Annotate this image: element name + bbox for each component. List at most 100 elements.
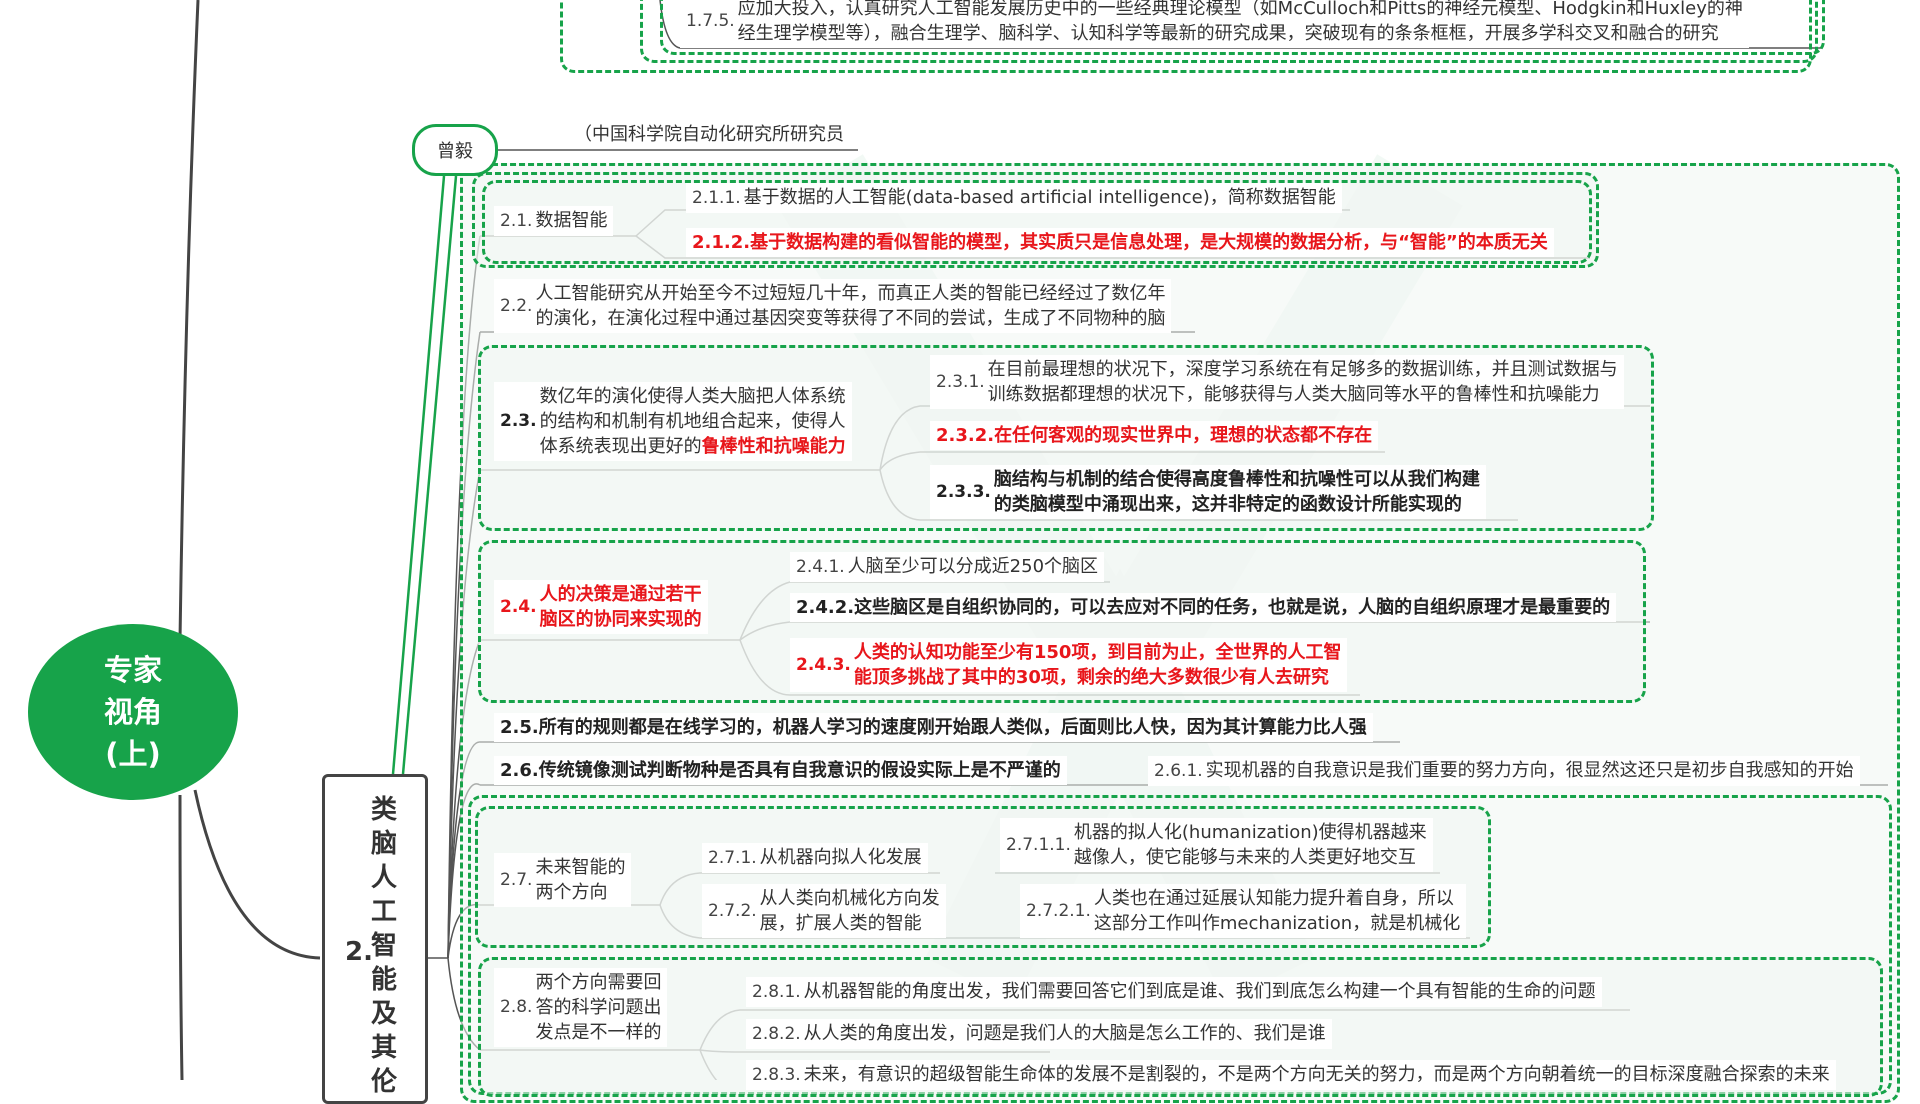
- node-2-1[interactable]: 2.1.数据智能: [494, 206, 614, 236]
- node-2-7[interactable]: 2.7.未来智能的两个方向: [494, 853, 632, 907]
- node-number: 2.6.: [500, 760, 539, 781]
- node-text-line: 数亿年的演化使得人类大脑把人体系统: [539, 386, 846, 407]
- group-1-7-mid: [640, 0, 1818, 63]
- node-2-1-1[interactable]: 2.1.1.基于数据的人工智能(data-based artificial in…: [686, 183, 1342, 213]
- node-text-line: 经生理学模型等），融合生理学、脑科学、认知科学等最新的研究成果，突破现有的条条框…: [737, 23, 1719, 44]
- node-number: 2.3.: [500, 411, 537, 431]
- node-number: 1.7.5.: [686, 10, 735, 31]
- node-text-line: 发点是不一样的: [535, 1022, 662, 1043]
- node-number: 2.7.1.: [708, 848, 757, 868]
- node-number: 2.7.2.: [708, 900, 757, 921]
- node-text: 从机器向拟人化发展: [759, 847, 922, 868]
- node-text-line: 脑结构与机制的结合使得高度鲁棒性和抗噪性可以从我们构建: [993, 469, 1480, 490]
- node-number: 2.2.: [500, 295, 533, 316]
- node-number: 2.4.: [500, 596, 537, 617]
- node-2-3-1[interactable]: 2.3.1.在目前最理想的状况下，深度学习系统在有足够多的数据训练，并且测试数据…: [930, 355, 1624, 409]
- node-text: 基于数据构建的看似智能的模型，其实质只是信息处理，是大规模的数据分析，与“智能”…: [750, 232, 1548, 253]
- node-2-4[interactable]: 2.4.人的决策是通过若干脑区的协同来实现的: [494, 580, 708, 634]
- person-name: 曾毅: [437, 141, 473, 162]
- node-text-line: 人类的认知功能至少有150项，到目前为止，全世界的人工智: [853, 642, 1342, 663]
- node-number: 2.7.1.1.: [1006, 834, 1071, 855]
- node-highlight: 鲁棒性和抗噪能力: [701, 436, 846, 457]
- node-text-line: 体系统表现出更好的: [539, 436, 702, 457]
- node-text-line: 人类也在通过延展认知能力提升着自身，所以: [1093, 888, 1454, 909]
- node-2-6-1[interactable]: 2.6.1.实现机器的自我意识是我们重要的努力方向，很显然这还只是初步自我感知的…: [1148, 756, 1860, 786]
- topic-char: 其: [370, 1033, 397, 1063]
- node-text-line: 的演化，在演化过程中通过基因突变等获得了不同的尝试，生成了不同物种的脑: [535, 308, 1166, 329]
- node-text-line: 越像人，使它能够与未来的人类更好地交互: [1073, 847, 1416, 868]
- node-2-5[interactable]: 2.5.所有的规则都是在线学习的，机器人学习的速度刚开始跟人类似，后面则比人快，…: [494, 713, 1373, 742]
- node-2-4-1[interactable]: 2.4.1.人脑至少可以分成近250个脑区: [790, 552, 1105, 582]
- node-text: 这些脑区是自组织协同的，可以去应对不同的任务，也就是说，人脑的自组织原理才是最重…: [854, 597, 1611, 618]
- node-number: 2.7.2.1.: [1026, 900, 1091, 921]
- node-2-8-3[interactable]: 2.8.3.未来，有意识的超级智能生命体的发展不是割裂的，不是两个方向无关的努力…: [746, 1060, 1836, 1090]
- person-node[interactable]: 曾毅: [412, 124, 498, 176]
- node-2-2[interactable]: 2.2.人工智能研究从开始至今不过短短几十年，而真正人类的智能已经经过了数亿年的…: [494, 279, 1172, 333]
- node-text-line: 能顶多挑战了其中的30项，剩余的绝大多数很少有人去研究: [853, 667, 1329, 688]
- node-number: 2.5.: [500, 717, 539, 738]
- node-number: 2.1.2.: [692, 232, 751, 253]
- node-number: 2.7.: [500, 869, 533, 890]
- node-2-3-3[interactable]: 2.3.3.脑结构与机制的结合使得高度鲁棒性和抗噪性可以从我们构建的类脑模型中涌…: [930, 465, 1486, 519]
- node-2-7-2-1[interactable]: 2.7.2.1.人类也在通过延展认知能力提升着自身，所以这部分工作叫作mecha…: [1020, 884, 1467, 938]
- node-text: 所有的规则都是在线学习的，机器人学习的速度刚开始跟人类似，后面则比人快，因为其计…: [538, 717, 1367, 738]
- node-text-line: 两个方向需要回: [535, 972, 662, 993]
- node-number: 2.4.2.: [796, 597, 855, 618]
- node-text: 数据智能: [535, 210, 608, 231]
- node-text: 从机器智能的角度出发，我们需要回答它们到底是谁、我们到底怎么构建一个具有智能的生…: [803, 981, 1596, 1002]
- node-text-line: 从人类向机械化方向发: [759, 888, 940, 909]
- node-text-line: 未来智能的: [535, 857, 626, 878]
- topic-char: 及: [370, 999, 397, 1029]
- node-text-line: 答的科学问题出: [535, 997, 662, 1018]
- node-text-line: 这部分工作叫作mechanization，就是机械化: [1093, 913, 1461, 934]
- node-text-line: 在目前最理想的状况下，深度学习系统在有足够多的数据训练，并且测试数据与: [987, 359, 1618, 380]
- root-node[interactable]: 专家视角(上): [28, 624, 238, 800]
- node-text: 传统镜像测试判断物种是否具有自我意识的假设实际上是不严谨的: [538, 760, 1061, 781]
- node-2-8-2[interactable]: 2.8.2.从人类的角度出发，问题是我们人的大脑是怎么工作的、我们是谁: [746, 1019, 1332, 1049]
- node-2-4-2[interactable]: 2.4.2.这些脑区是自组织协同的，可以去应对不同的任务，也就是说，人脑的自组织…: [790, 593, 1617, 622]
- node-text-line: 的类脑模型中涌现出来，这并非特定的函数设计所能实现的: [993, 494, 1462, 515]
- node-number: 2.8.3.: [752, 1065, 801, 1085]
- group-1-7-inner: [660, 0, 1825, 55]
- topic-char: 智: [370, 931, 397, 961]
- node-text: 基于数据的人工智能(data-based artificial intellig…: [743, 187, 1336, 208]
- topic-char: 人: [370, 863, 397, 893]
- node-text-line: 应加大投入，认真研究人工智能发展历史中的一些经典理论模型（如McCulloch和…: [737, 0, 1743, 19]
- node-2-8[interactable]: 2.8.两个方向需要回答的科学问题出发点是不一样的: [494, 968, 668, 1047]
- node-number: 2.1.: [500, 211, 533, 231]
- node-2-8-1[interactable]: 2.8.1.从机器智能的角度出发，我们需要回答它们到底是谁、我们到底怎么构建一个…: [746, 977, 1602, 1007]
- group-1-outer: [560, 0, 1812, 73]
- node-number: 2.3.1.: [936, 371, 985, 392]
- person-affiliation[interactable]: （中国科学院自动化研究所研究员: [568, 120, 850, 149]
- node-number: 2.4.1.: [796, 557, 845, 577]
- node-text: 实现机器的自我意识是我们重要的努力方向，很显然这还只是初步自我感知的开始: [1205, 760, 1854, 781]
- node-text: 未来，有意识的超级智能生命体的发展不是割裂的，不是两个方向无关的努力，而是两个方…: [803, 1064, 1830, 1085]
- root-label: 专家: [103, 653, 162, 687]
- group-2-1-inner: [482, 180, 1592, 264]
- node-2-4-3[interactable]: 2.4.3.人类的认知功能至少有150项，到目前为止，全世界的人工智能顶多挑战了…: [790, 638, 1348, 692]
- node-2-7-2[interactable]: 2.7.2.从人类向机械化方向发展，扩展人类的智能: [702, 884, 946, 938]
- node-2-3[interactable]: 2.3.数亿年的演化使得人类大脑把人体系统的结构和机制有机地组合起来，使得人体系…: [494, 382, 852, 461]
- topic-char: 类: [370, 795, 397, 825]
- node-number: 2.4.3.: [796, 654, 851, 675]
- node-number: 2.3.3.: [936, 481, 991, 502]
- node-text-line: 机器的拟人化(humanization)使得机器越来: [1073, 822, 1427, 843]
- node-text-line: 的结构和机制有机地组合起来，使得人: [539, 411, 846, 432]
- node-2-7-1[interactable]: 2.7.1.从机器向拟人化发展: [702, 843, 928, 873]
- node-text-line: 脑区的协同来实现的: [539, 609, 702, 630]
- node-number: 2.8.1.: [752, 982, 801, 1002]
- node-2-1-2[interactable]: 2.1.2.基于数据构建的看似智能的模型，其实质只是信息处理，是大规模的数据分析…: [686, 228, 1554, 257]
- node-text: 人脑至少可以分成近250个脑区: [847, 556, 1099, 577]
- topic-title: 类 脑 人 工 智 能 及 其 伦: [369, 793, 399, 1099]
- node-text-line: 人的决策是通过若干: [539, 584, 702, 605]
- node-2-6[interactable]: 2.6.传统镜像测试判断物种是否具有自我意识的假设实际上是不严谨的: [494, 756, 1067, 785]
- node-number: 2.3.2.: [936, 425, 995, 446]
- topic-char: 工: [370, 897, 397, 927]
- topic-char: 能: [370, 965, 397, 995]
- node-2-3-2[interactable]: 2.3.2.在任何客观的现实世界中，理想的状态都不存在: [930, 421, 1379, 450]
- topic-branch-2[interactable]: 2. 类 脑 人 工 智 能 及 其 伦: [322, 774, 428, 1104]
- node-2-7-1-1[interactable]: 2.7.1.1.机器的拟人化(humanization)使得机器越来越像人，使它…: [1000, 818, 1433, 872]
- root-label: 视角: [103, 695, 162, 729]
- node-text: 在任何客观的现实世界中，理想的状态都不存在: [994, 425, 1373, 446]
- node-1-7-5[interactable]: 1.7.5. 应加大投入，认真研究人工智能发展历史中的一些经典理论模型（如McC…: [680, 0, 1749, 48]
